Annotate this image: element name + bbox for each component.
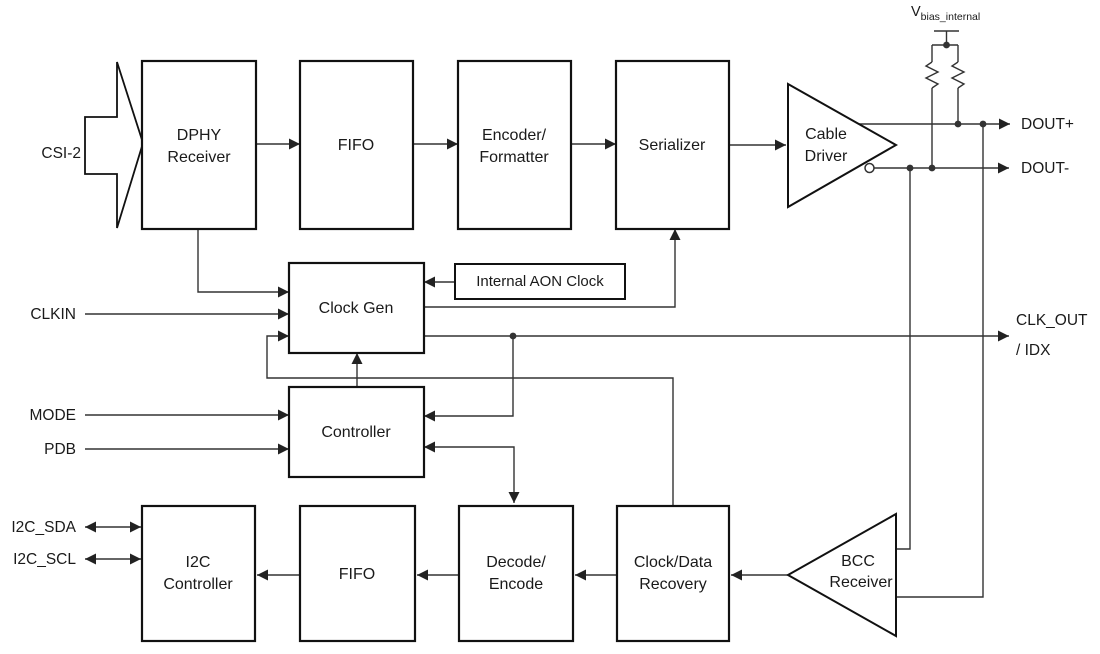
wire-clockgen-to-serializer [424, 229, 681, 308]
label-controller: Controller [321, 424, 391, 441]
resistor-right-icon [950, 61, 966, 89]
pin-clk-out: CLK_OUT [1016, 312, 1088, 329]
label-cable-driver-line1: Cable [805, 126, 847, 143]
label-decode-line1: Decode/ [486, 554, 546, 571]
junction-dot [928, 164, 936, 172]
junction-dot [979, 120, 987, 128]
label-bcc-line2: Receiver [829, 574, 893, 591]
pin-i2c-sda: I2C_SDA [11, 519, 76, 536]
label-decode-line2: Encode [489, 576, 543, 593]
pin-pdb: PDB [44, 441, 76, 458]
pin-mode: MODE [30, 407, 77, 424]
block-dphy-receiver [140, 59, 258, 231]
block-fifo-bottom [298, 504, 417, 643]
wires [85, 30, 1010, 598]
label-fifo-bottom: FIFO [339, 566, 375, 583]
wire-controller-decode-bidir [424, 441, 520, 503]
pin-idx: / IDX [1016, 342, 1051, 359]
wire-cdr-to-clockgen [266, 330, 674, 506]
label-encoder-line1: Encoder/ [482, 127, 547, 144]
label-fifo-top: FIFO [338, 137, 374, 154]
vbias-subscript-text: bias_internal [921, 11, 981, 23]
pin-clkin: CLKIN [30, 306, 76, 323]
block-bcc-receiver [785, 512, 897, 638]
block-clock-data-recovery [615, 504, 731, 643]
junction-dot [954, 120, 962, 128]
label-clock-gen: Clock Gen [319, 300, 394, 317]
pin-i2c-scl: I2C_SCL [13, 551, 76, 568]
label-i2c-line1: I2C [186, 554, 211, 571]
label-i2c-line2: Controller [163, 576, 233, 593]
label-encoder-line2: Formatter [479, 149, 549, 166]
inverter-bubble [864, 162, 875, 174]
junction-dot [906, 164, 914, 172]
wire-dout-plus-to-bcc [897, 124, 984, 598]
block-cable-driver [787, 82, 899, 209]
junction-dot [509, 332, 517, 340]
pin-dout-plus: DOUT+ [1021, 116, 1074, 133]
block-encoder-formatter [456, 59, 573, 231]
block-fifo-top [298, 59, 415, 231]
wire-dout-minus-to-bcc [897, 168, 911, 550]
block-internal-aon-clock [454, 263, 626, 300]
label-cable-driver-line2: Driver [805, 148, 848, 165]
block-decode-encode [457, 504, 575, 643]
label-dphy-line2: Receiver [167, 149, 231, 166]
block-controller [287, 385, 426, 479]
csi2-input-arrow-shape [84, 61, 144, 229]
pin-csi2: CSI-2 [41, 145, 81, 162]
vbias-main-text: V [911, 4, 921, 20]
pin-dout-minus: DOUT- [1021, 160, 1069, 177]
label-bcc-line1: BCC [841, 553, 875, 570]
pin-vbias-internal: Vbias_internal [911, 4, 980, 23]
block-i2c-controller [140, 504, 257, 643]
label-cdr-line2: Recovery [639, 576, 707, 593]
block-clock-gen [287, 261, 426, 355]
label-cdr-line1: Clock/Data [634, 554, 712, 571]
wire-dphy-to-clockgen [197, 229, 289, 298]
resistor-left-icon [924, 61, 940, 89]
label-serializer: Serializer [639, 137, 706, 154]
label-internal-aon-clock: Internal AON Clock [476, 273, 604, 290]
block-serializer [614, 59, 731, 231]
wire-clk-branch-to-controller [424, 336, 514, 422]
junction-dot [943, 41, 950, 49]
label-dphy-line1: DPHY [177, 127, 222, 144]
